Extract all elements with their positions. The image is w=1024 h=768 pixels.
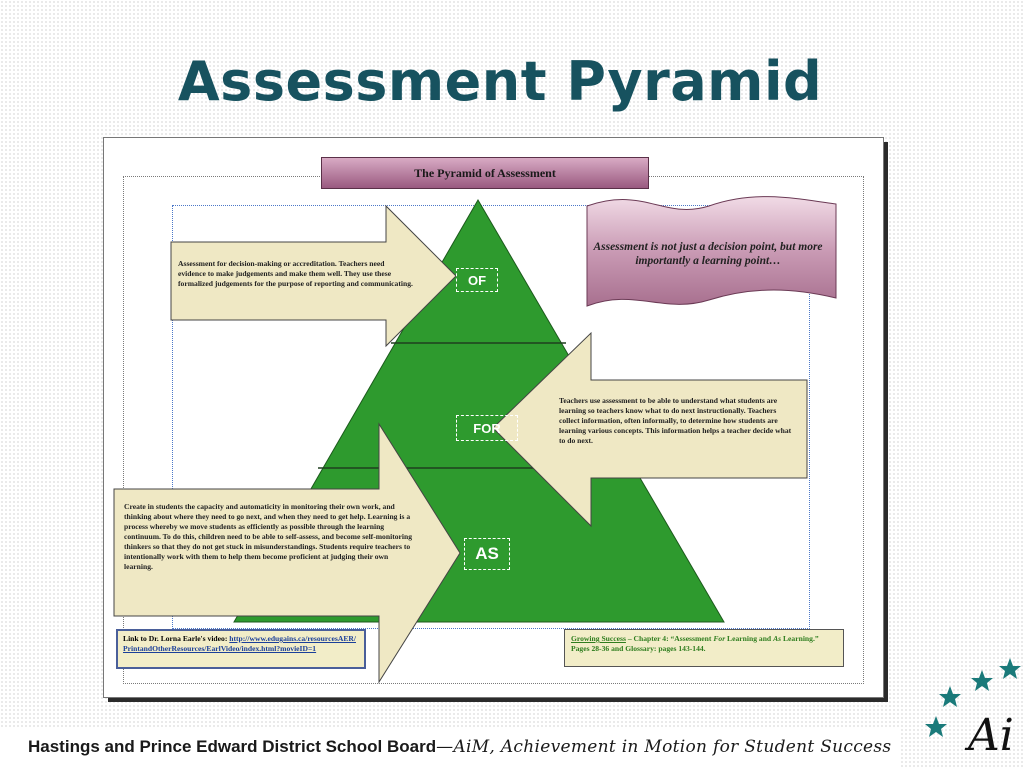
footer-board: Hastings and Prince Edward District Scho… <box>28 737 437 756</box>
of-arrow <box>170 204 457 348</box>
level-label-of: OF <box>456 268 498 292</box>
footer: Hastings and Prince Edward District Scho… <box>0 728 1024 768</box>
inner-dotted-frame <box>172 205 810 629</box>
banner-shape <box>586 196 837 307</box>
as-arrow <box>113 422 461 684</box>
logo-star-3 <box>939 686 961 707</box>
logo-star-2 <box>971 670 993 691</box>
for-description: Teachers use assessment to be able to un… <box>559 396 792 445</box>
footer-text: Hastings and Prince Edward District Scho… <box>28 737 891 757</box>
as-description: Create in students the capacity and auto… <box>124 502 413 571</box>
level-label-as: AS <box>464 538 510 570</box>
video-link[interactable]: http://www.edugains.ca/resourcesAER/Prin… <box>123 634 356 653</box>
logo-text: Ai <box>964 710 1014 760</box>
reference-rest: Learning.” Pages 28-36 and Glossary: pag… <box>571 634 819 653</box>
slide-title: Assessment Pyramid <box>177 50 823 113</box>
reference-for: For <box>713 634 726 643</box>
logo-star-1 <box>999 658 1021 679</box>
level-label-for: FOR <box>456 415 518 441</box>
stars-logo-icon: Ai <box>925 658 1021 760</box>
for-arrow <box>492 331 808 528</box>
reference-as: As <box>773 634 782 643</box>
banner-text: Assessment is not just a decision point,… <box>593 241 823 267</box>
reference-book-link[interactable]: Growing Success <box>571 634 626 643</box>
of-description: Assessment for decision-making or accred… <box>178 259 413 288</box>
video-link-box: Link to Dr. Lorna Earle's video: http://… <box>116 629 366 669</box>
video-link-prefix: Link to Dr. Lorna Earle's video: <box>123 634 228 643</box>
logo-star-4 <box>925 716 947 737</box>
reference-chapter: – Chapter 4: “Assessment <box>625 634 714 643</box>
footer-bar <box>0 728 900 768</box>
pyramid-diagram <box>113 196 837 684</box>
pyramid-title-box: The Pyramid of Assessment <box>321 157 649 189</box>
diagram-panel: The Pyramid of Assessment Assessment is … <box>103 137 884 698</box>
reference-box: Growing Success – Chapter 4: “Assessment… <box>564 629 844 667</box>
reference-middle: Learning and <box>725 634 774 643</box>
footer-tagline: —AiM, Achievement in Motion for Student … <box>436 737 892 757</box>
